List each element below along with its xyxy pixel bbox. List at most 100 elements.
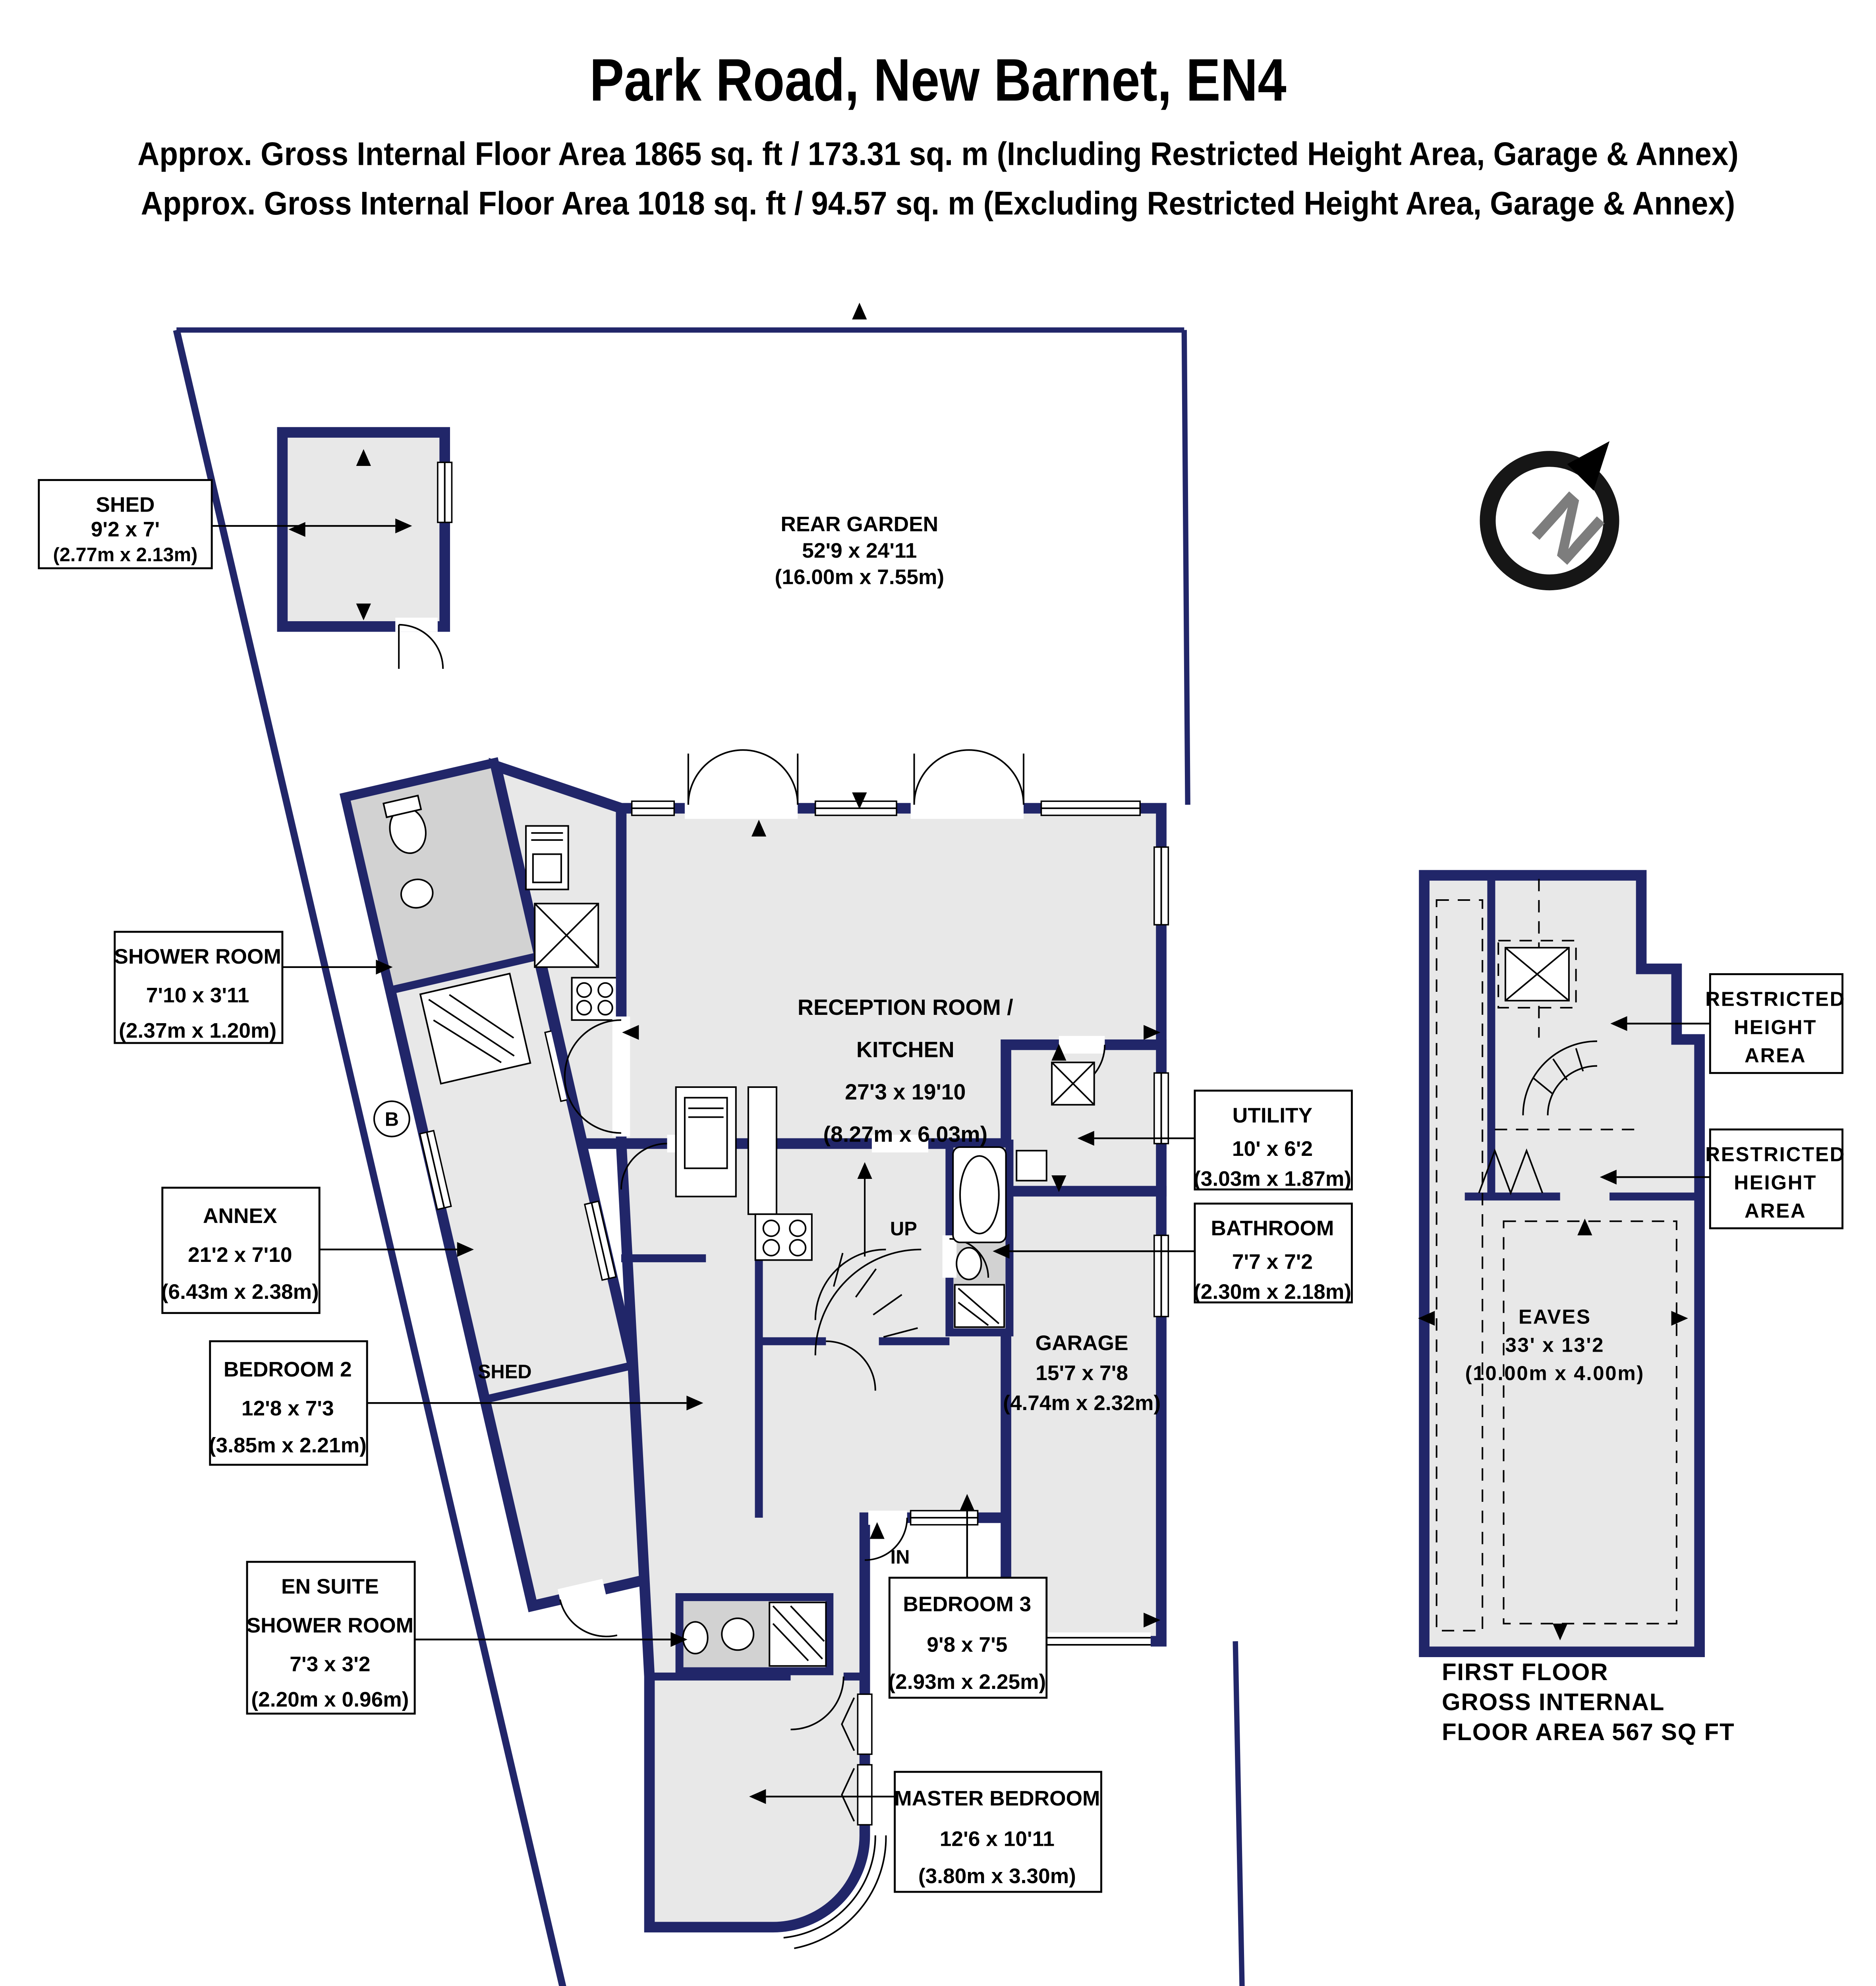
- en-suite-dims-m: (2.20m x 0.96m): [251, 1688, 409, 1711]
- boiler-icon: [373, 1100, 410, 1138]
- bedroom2-label: BEDROOM 2 12'8 x 7'3 (3.85m x 2.21m): [209, 1340, 703, 1466]
- restricted-2-line3: AREA: [1745, 1200, 1806, 1222]
- bathroom-label: BATHROOM 7'7 x 7'2 (2.30m x 2.18m): [993, 1202, 1353, 1304]
- basin-icon: [400, 878, 434, 909]
- boiler-letter: B: [385, 1109, 399, 1130]
- boundary-right-upper: [1181, 330, 1190, 805]
- stairs-icon: [814, 1162, 922, 1356]
- toilet-icon: [956, 1247, 982, 1281]
- rear-garden-dims-ft: 52'9 x 24'11: [802, 539, 917, 562]
- bedroom2-name: BEDROOM 2: [224, 1358, 352, 1381]
- entrance-in-label: IN: [891, 1547, 910, 1568]
- restricted-1-line3: AREA: [1745, 1044, 1806, 1067]
- reception-label: RECEPTION ROOM / KITCHEN 27'3 x 19'10 (8…: [798, 995, 1013, 1147]
- restricted-height-label-2: RESTRICTED HEIGHT AREA: [1600, 1128, 1845, 1229]
- subtitle-including: Approx. Gross Internal Floor Area 1865 s…: [137, 135, 1739, 172]
- boundary-right-lower: [1233, 1641, 1245, 1986]
- master-bedroom-dims-m: (3.80m x 3.30m): [918, 1864, 1076, 1888]
- en-suite-dims-ft: 7'3 x 3'2: [290, 1653, 370, 1676]
- stairs-icon: [1522, 1040, 1597, 1116]
- bedroom3-label: BEDROOM 3 9'8 x 7'5 (2.93m x 2.25m): [888, 1494, 1048, 1699]
- bedroom3-dims-ft: 9'8 x 7'5: [927, 1633, 1007, 1657]
- hob-icon: [754, 1213, 813, 1261]
- hob-icon: [571, 977, 619, 1021]
- first-floor-line1: FIRST FLOOR: [1442, 1659, 1608, 1685]
- en-suite-name-1: EN SUITE: [281, 1575, 379, 1598]
- eaves-dims-m: (10.00m x 4.00m): [1465, 1362, 1645, 1384]
- garage-dims-ft: 15'7 x 7'8: [1036, 1361, 1128, 1385]
- garage-name: GARAGE: [1036, 1331, 1128, 1355]
- en-suite-name-2: SHOWER ROOM: [247, 1614, 413, 1637]
- eaves-dims-ft: 33' x 13'2: [1505, 1333, 1604, 1356]
- shed-dims-ft: 9'2 x 7': [91, 518, 160, 541]
- master-bedroom-dims-ft: 12'6 x 10'11: [940, 1827, 1055, 1851]
- master-bedroom-name: MASTER BEDROOM: [894, 1787, 1100, 1810]
- bedroom3-name: BEDROOM 3: [903, 1593, 1031, 1616]
- site-boundary: [173, 302, 1245, 1986]
- annex-name: ANNEX: [203, 1204, 277, 1228]
- page-title: Park Road, New Barnet, EN4: [589, 46, 1286, 113]
- utility-label: UTILITY 10' x 6'2 (3.03m x 1.87m): [1077, 1090, 1353, 1191]
- toilet-icon: [682, 1621, 709, 1655]
- first-floor-line2: GROSS INTERNAL: [1442, 1688, 1665, 1715]
- bathroom-dims-ft: 7'7 x 7'2: [1232, 1250, 1313, 1274]
- rear-garden-label: REAR GARDEN 52'9 x 24'11 (16.00m x 7.55m…: [775, 512, 944, 589]
- north-arrow-icon: [1567, 441, 1610, 491]
- header: Park Road, New Barnet, EN4 Approx. Gross…: [137, 46, 1739, 221]
- basin-icon: [721, 1617, 755, 1651]
- shed-label: SHED 9'2 x 7' (2.77m x 2.13m): [38, 479, 412, 570]
- boiler-badge: B: [373, 1100, 410, 1138]
- utility-dims-ft: 10' x 6'2: [1232, 1137, 1313, 1161]
- skylight-icon: [1497, 940, 1577, 1008]
- master-bedroom-label: MASTER BEDROOM 12'6 x 10'11 (3.80m x 3.3…: [749, 1771, 1102, 1893]
- restricted-height-label-1: RESTRICTED HEIGHT AREA: [1610, 973, 1845, 1074]
- annex-dims-ft: 21'2 x 7'10: [188, 1243, 292, 1267]
- restricted-2-line2: HEIGHT: [1734, 1171, 1817, 1194]
- ground-floor-plan: UP IN: [564, 749, 1169, 1949]
- first-floor-line3: FLOOR AREA 567 SQ FT: [1442, 1719, 1735, 1745]
- bedroom3-dims-m: (2.93m x 2.25m): [888, 1670, 1046, 1694]
- bedroom2-dims-ft: 12'8 x 7'3: [242, 1397, 334, 1420]
- dimension-arrow-icon: [852, 302, 867, 320]
- kitchen-units: [675, 1086, 813, 1261]
- restricted-1-line2: HEIGHT: [1734, 1016, 1817, 1039]
- shower-room-dims-m: (2.37m x 1.20m): [119, 1019, 276, 1043]
- shower-room-name: SHOWER ROOM: [114, 945, 281, 968]
- utility-name: UTILITY: [1233, 1104, 1312, 1127]
- first-floor-plan: EAVES 33' x 13'2 (10.00m x 4.00m): [1418, 870, 1705, 1658]
- subtitle-excluding: Approx. Gross Internal Floor Area 1018 s…: [141, 185, 1735, 221]
- utility-sink-icon: [1016, 1149, 1047, 1182]
- shower-room-dims-ft: 7'10 x 3'11: [146, 984, 249, 1007]
- boundary-left-diagonal: [173, 329, 566, 1986]
- reception-name-1: RECEPTION ROOM /: [798, 995, 1013, 1020]
- eaves-label: EAVES 33' x 13'2 (10.00m x 4.00m): [1465, 1305, 1645, 1384]
- kitchen-sink-icon: [684, 1097, 728, 1169]
- garage-dims-m: (4.74m x 2.32m): [1003, 1391, 1161, 1415]
- shower-tray-icon: [419, 972, 531, 1085]
- garden-shed: [277, 427, 453, 669]
- shower-room-label: SHOWER ROOM 7'10 x 3'11 (2.37m x 1.20m): [114, 931, 393, 1044]
- garage-label: GARAGE 15'7 x 7'8 (4.74m x 2.32m): [1003, 1331, 1161, 1415]
- reception-name-2: KITCHEN: [856, 1037, 954, 1062]
- shed-name: SHED: [96, 493, 155, 516]
- reception-dims-ft: 27'3 x 19'10: [845, 1080, 966, 1104]
- reception-dims-m: (8.27m x 6.03m): [823, 1122, 988, 1147]
- en-suite-label: EN SUITE SHOWER ROOM 7'3 x 3'2 (2.20m x …: [246, 1561, 688, 1715]
- compass-icon: N: [1480, 441, 1620, 591]
- shed-dims-m: (2.77m x 2.13m): [53, 544, 197, 566]
- annex-label: ANNEX 21'2 x 7'10 (6.43m x 2.38m): [161, 1186, 474, 1314]
- shed-internal-label: SHED: [478, 1361, 532, 1383]
- bedroom2-dims-m: (3.85m x 2.21m): [209, 1434, 367, 1457]
- bath-icon: [952, 1146, 1007, 1243]
- annex-dims-m: (6.43m x 2.38m): [161, 1280, 319, 1304]
- wardrobe-icon: [1478, 1148, 1544, 1196]
- bathroom-name: BATHROOM: [1211, 1217, 1334, 1240]
- bathroom-dims-m: (2.30m x 2.18m): [1194, 1280, 1351, 1304]
- restricted-2-line1: RESTRICTED: [1705, 1143, 1845, 1166]
- up-label: UP: [890, 1218, 917, 1240]
- restricted-1-line1: RESTRICTED: [1705, 988, 1845, 1010]
- utility-dims-m: (3.03m x 1.87m): [1194, 1167, 1351, 1191]
- first-floor-summary: FIRST FLOOR GROSS INTERNAL FLOOR AREA 56…: [1442, 1659, 1735, 1745]
- garage-room: [1001, 1186, 1167, 1647]
